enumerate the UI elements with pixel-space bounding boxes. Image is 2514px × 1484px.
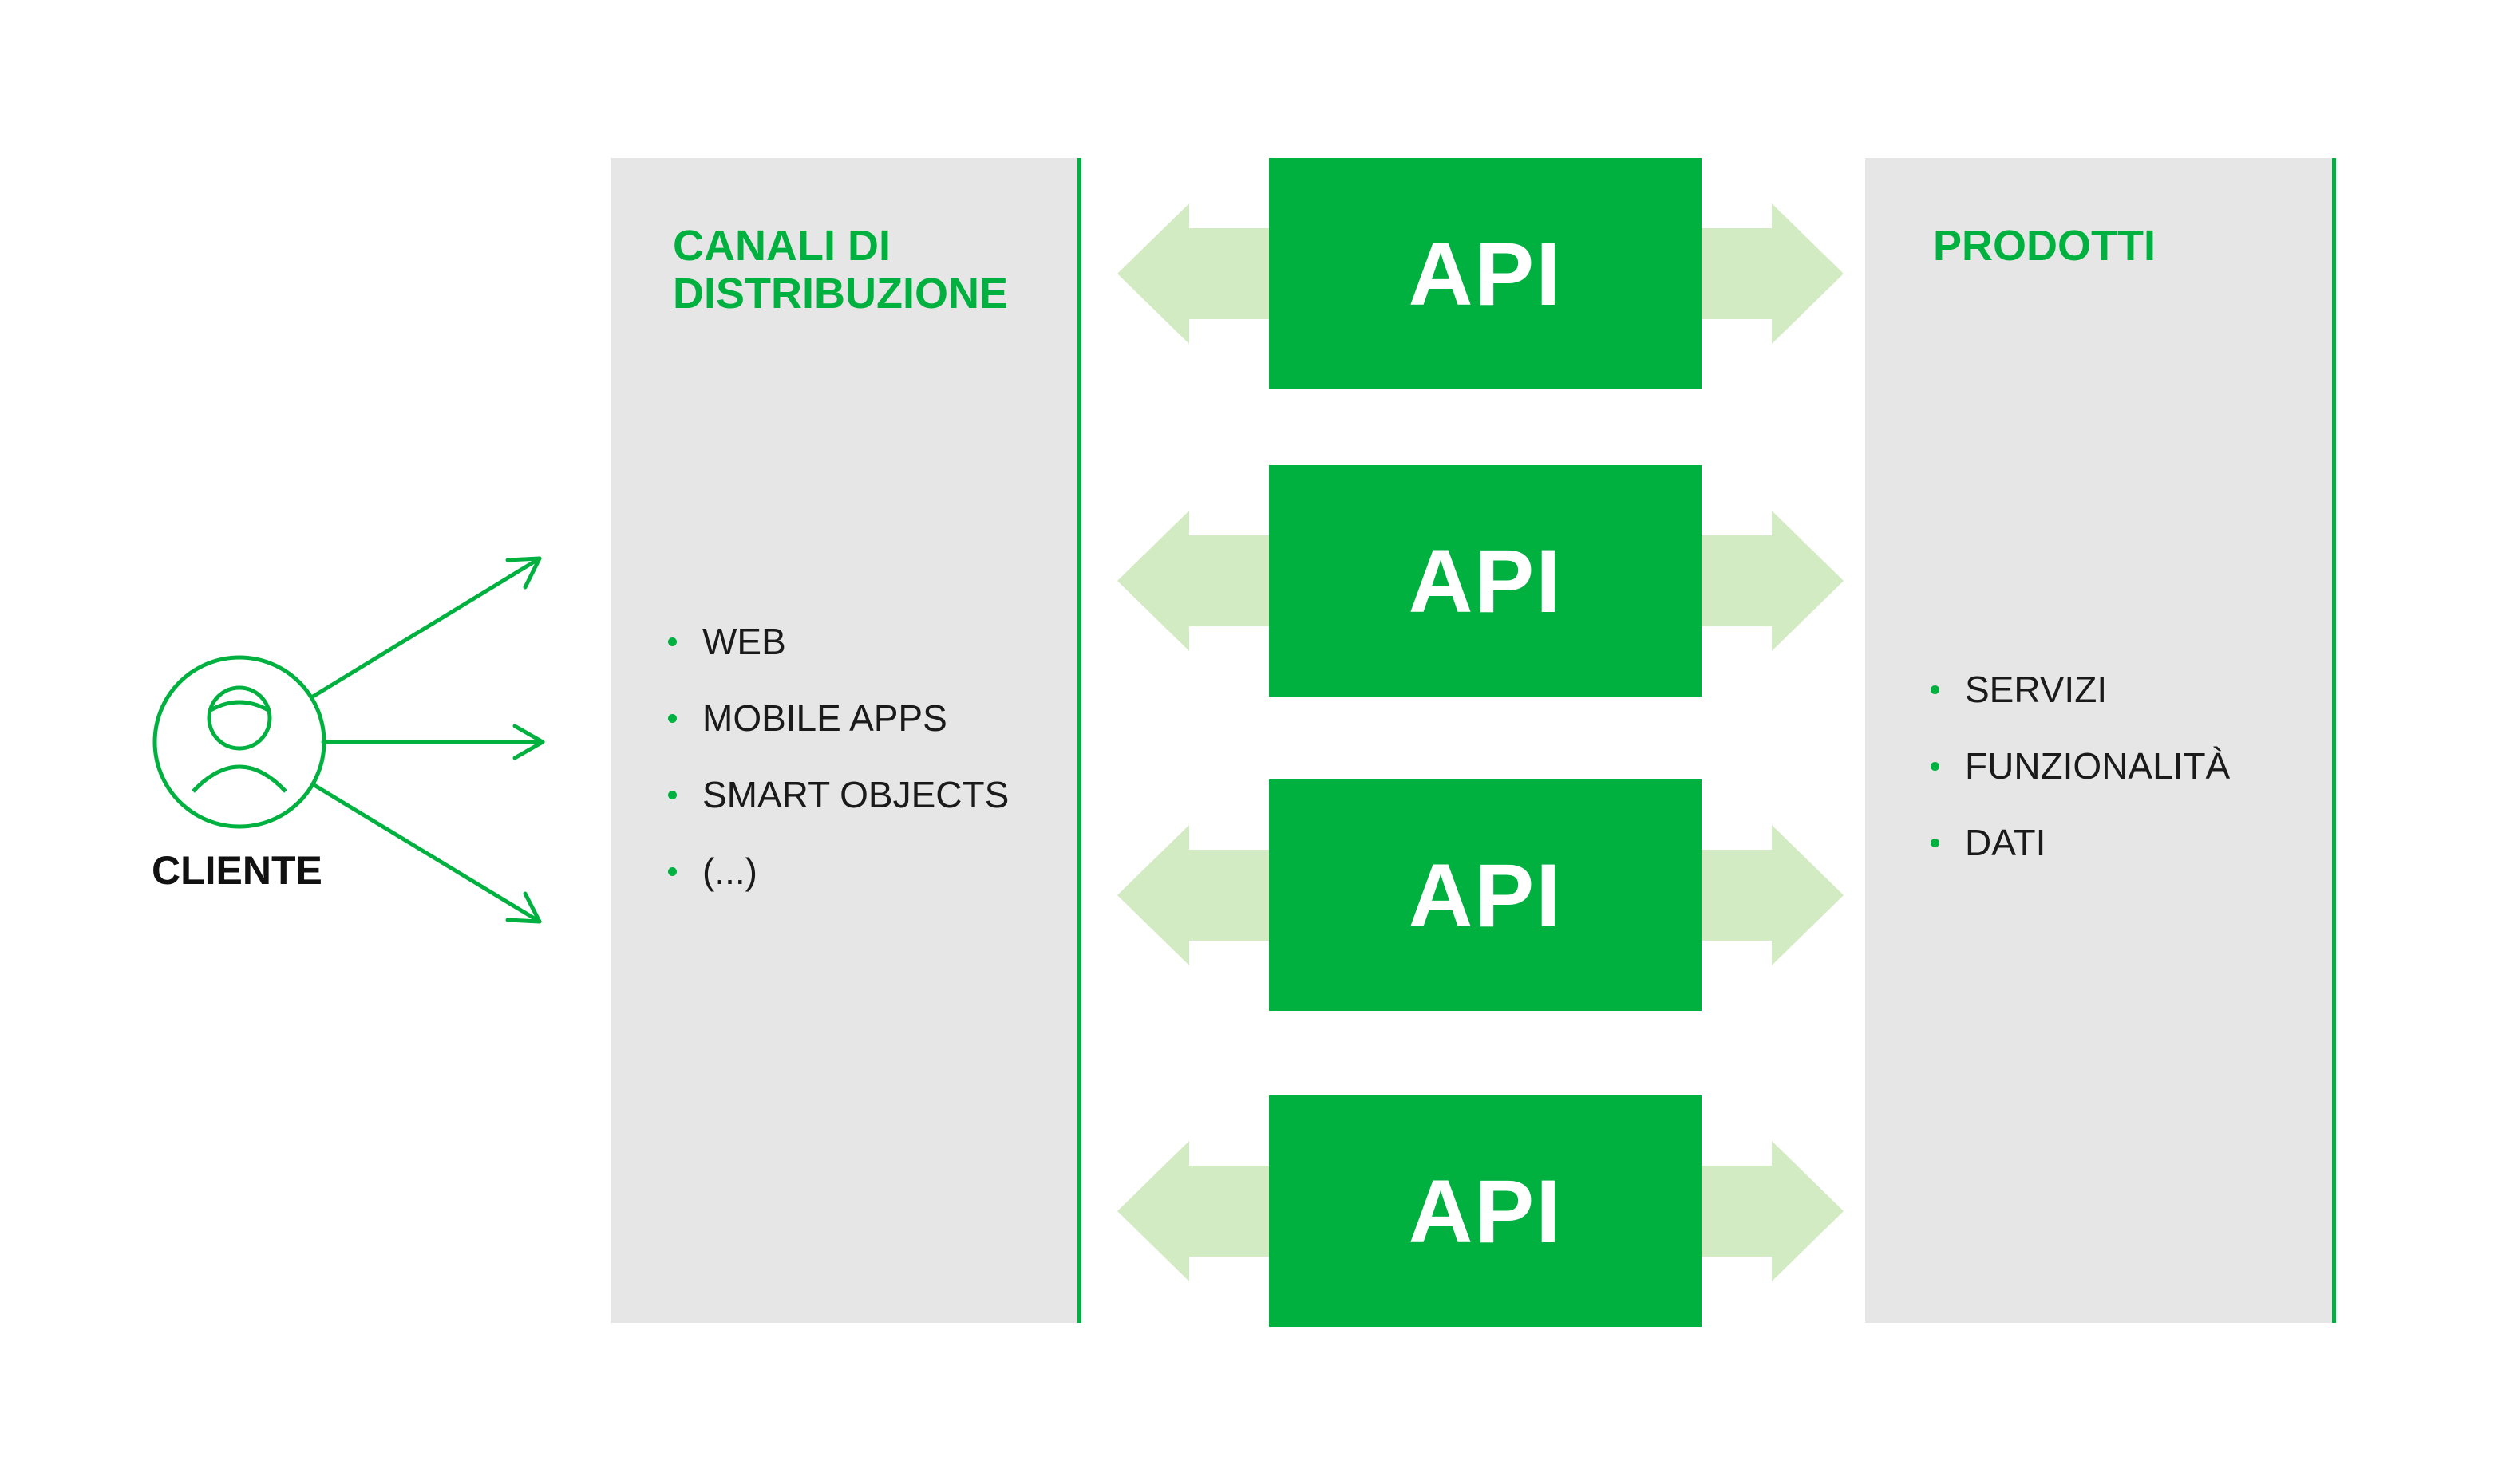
bullet-icon [1931,761,1939,771]
bullet-icon [1931,685,1939,694]
list-item: DATI [1931,804,2230,881]
arrow-right-icon [321,724,545,760]
list-item: SMART OBJECTS [668,756,1009,833]
panel-divider [2332,158,2336,1323]
api-box: API [1269,158,1702,389]
arrow-up-right-icon [310,556,542,699]
api-row: API [1117,779,1844,1011]
client-label: CLIENTE [152,848,322,893]
list-item: MOBILE APPS [668,680,1009,756]
products-panel: PRODOTTI SERVIZI FUNZIONALITÀ DATI [1865,158,2336,1323]
api-row: API [1117,465,1844,697]
api-row: API [1117,1095,1844,1327]
distribution-channels-title: CANALI DI DISTRIBUZIONE [673,222,1009,318]
products-list: SERVIZI FUNZIONALITÀ DATI [1931,651,2230,881]
arrow-down-right-icon [310,782,542,924]
list-item: WEB [668,603,1009,680]
api-box: API [1269,1095,1702,1327]
distribution-channels-panel: CANALI DI DISTRIBUZIONE WEB MOBILE APPS … [611,158,1081,1323]
api-box: API [1269,779,1702,1011]
panel-divider [1077,158,1081,1323]
bullet-icon [668,866,677,876]
products-title: PRODOTTI [1933,222,2156,270]
list-item: (...) [668,833,1009,910]
api-row: API [1117,158,1844,389]
user-circle-icon [152,655,326,829]
bullet-icon [668,713,677,723]
list-item: SERVIZI [1931,651,2230,728]
bullet-icon [668,790,677,799]
bullet-icon [1931,838,1939,847]
api-label: API [1408,1161,1563,1261]
api-label: API [1408,531,1563,631]
api-box: API [1269,465,1702,697]
bullet-icon [668,637,677,646]
distribution-channels-list: WEB MOBILE APPS SMART OBJECTS (...) [668,603,1009,910]
list-item: FUNZIONALITÀ [1931,728,2230,804]
api-label: API [1408,845,1563,945]
api-label: API [1408,223,1563,324]
